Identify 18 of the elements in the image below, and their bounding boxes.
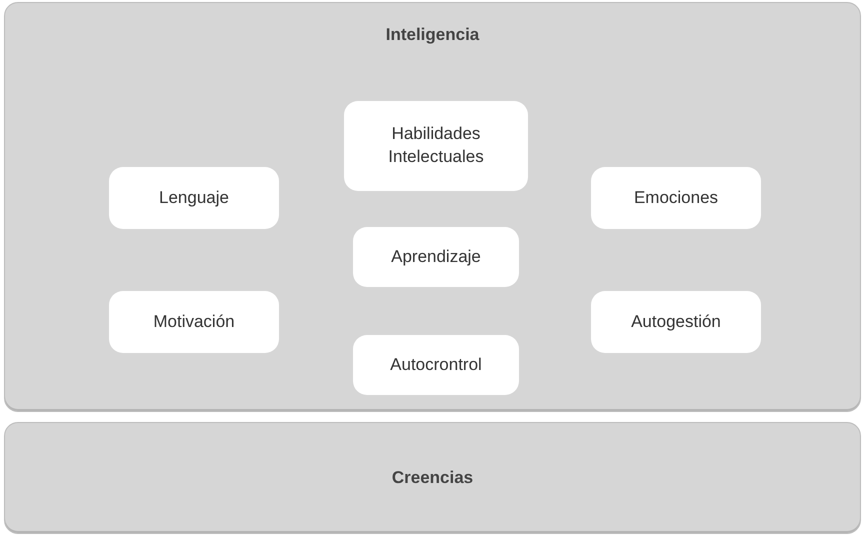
box-label: Aprendizaje (391, 246, 481, 268)
panel-heading: Inteligencia (384, 25, 480, 45)
panel (4, 422, 861, 534)
rounded-box (591, 291, 761, 353)
box-label: Lenguaje (159, 186, 229, 209)
panel-heading: Creencias (390, 468, 474, 488)
rounded-box (591, 167, 761, 229)
rounded-box (353, 335, 519, 395)
rounded-box (344, 101, 528, 191)
box-label: Emociones (634, 186, 718, 209)
box-label: Motivación (153, 310, 235, 333)
rounded-box (109, 291, 279, 353)
panel (4, 2, 861, 412)
rounded-box (109, 167, 279, 229)
box-label: Autocrontrol (390, 354, 482, 376)
box-label: Autogestión (631, 310, 721, 333)
box-label: Habilidades Intelectuales (387, 123, 485, 168)
rounded-box (353, 227, 519, 287)
